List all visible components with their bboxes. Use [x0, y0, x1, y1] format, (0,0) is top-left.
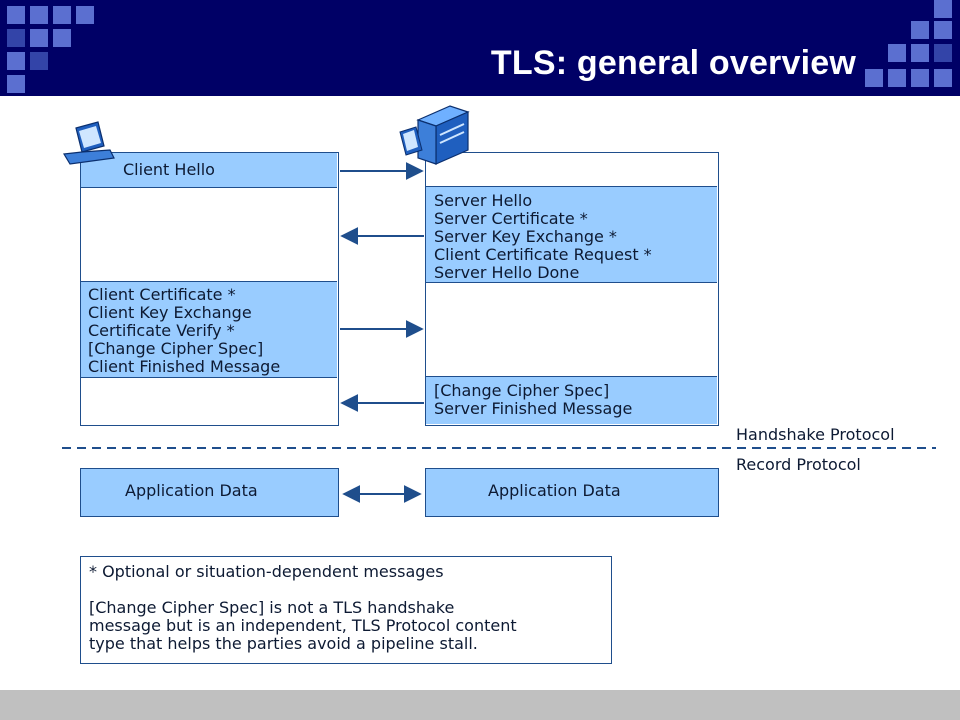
- client-message: Certificate Verify *: [88, 321, 235, 340]
- decor-square: [7, 75, 25, 93]
- decor-square: [865, 69, 883, 87]
- decor-square: [934, 0, 952, 18]
- server-message: Server Finished Message: [434, 399, 633, 418]
- decor-square: [911, 69, 929, 87]
- client-message: Client Key Exchange: [88, 303, 252, 322]
- title-bar: TLS: general overview: [0, 0, 960, 96]
- client-hello-label: Client Hello: [123, 160, 215, 179]
- server-message: Server Hello Done: [434, 263, 580, 282]
- optional-note: * Optional or situation-dependent messag…: [89, 562, 444, 581]
- client-application-data-label: Application Data: [125, 481, 258, 500]
- server-column: Server Hello Server Certificate * Server…: [425, 152, 719, 426]
- decor-square: [53, 29, 71, 47]
- handshake-protocol-label: Handshake Protocol: [736, 425, 895, 444]
- client-application-data: Application Data: [80, 468, 339, 517]
- server-application-data: Application Data: [425, 468, 719, 517]
- client-messages-band: Client Certificate * Client Key Exchange…: [81, 281, 337, 378]
- change-cipher-note-line: type that helps the parties avoid a pipe…: [89, 634, 478, 653]
- decor-square: [911, 21, 929, 39]
- server-hello-band: Server Hello Server Certificate * Server…: [426, 186, 717, 283]
- decor-square: [888, 69, 906, 87]
- decor-square: [934, 21, 952, 39]
- decor-square: [30, 6, 48, 24]
- server-icon: [399, 105, 470, 165]
- client-hello-band: Client Hello: [81, 153, 337, 188]
- server-application-data-label: Application Data: [488, 481, 621, 500]
- decor-square: [888, 44, 906, 62]
- decor-square: [30, 29, 48, 47]
- decor-square: [76, 6, 94, 24]
- decor-square: [7, 29, 25, 47]
- decor-square: [934, 44, 952, 62]
- change-cipher-note-line: [Change Cipher Spec] is not a TLS handsh…: [89, 598, 455, 617]
- server-message: [Change Cipher Spec]: [434, 381, 610, 400]
- notes-box: * Optional or situation-dependent messag…: [80, 556, 612, 664]
- record-protocol-label: Record Protocol: [736, 455, 861, 474]
- client-message: Client Finished Message: [88, 357, 281, 376]
- footer-bar: [0, 690, 960, 720]
- decor-square: [934, 69, 952, 87]
- laptop-icon: [63, 121, 115, 165]
- decor-square: [30, 52, 48, 70]
- server-message: Server Key Exchange *: [434, 227, 617, 246]
- decor-square: [7, 6, 25, 24]
- server-finish-band: [Change Cipher Spec] Server Finished Mes…: [426, 376, 717, 424]
- client-message: [Change Cipher Spec]: [88, 339, 264, 358]
- decor-square: [7, 52, 25, 70]
- change-cipher-note-line: message but is an independent, TLS Proto…: [89, 616, 517, 635]
- server-message: Client Certificate Request *: [434, 245, 652, 264]
- server-message: Server Hello: [434, 191, 533, 210]
- slide-title: TLS: general overview: [490, 44, 856, 82]
- decor-square: [53, 6, 71, 24]
- server-message: Server Certificate *: [434, 209, 588, 228]
- client-message: Client Certificate *: [88, 285, 236, 304]
- client-column: Client Hello Client Certificate * Client…: [80, 152, 339, 426]
- decor-square: [911, 44, 929, 62]
